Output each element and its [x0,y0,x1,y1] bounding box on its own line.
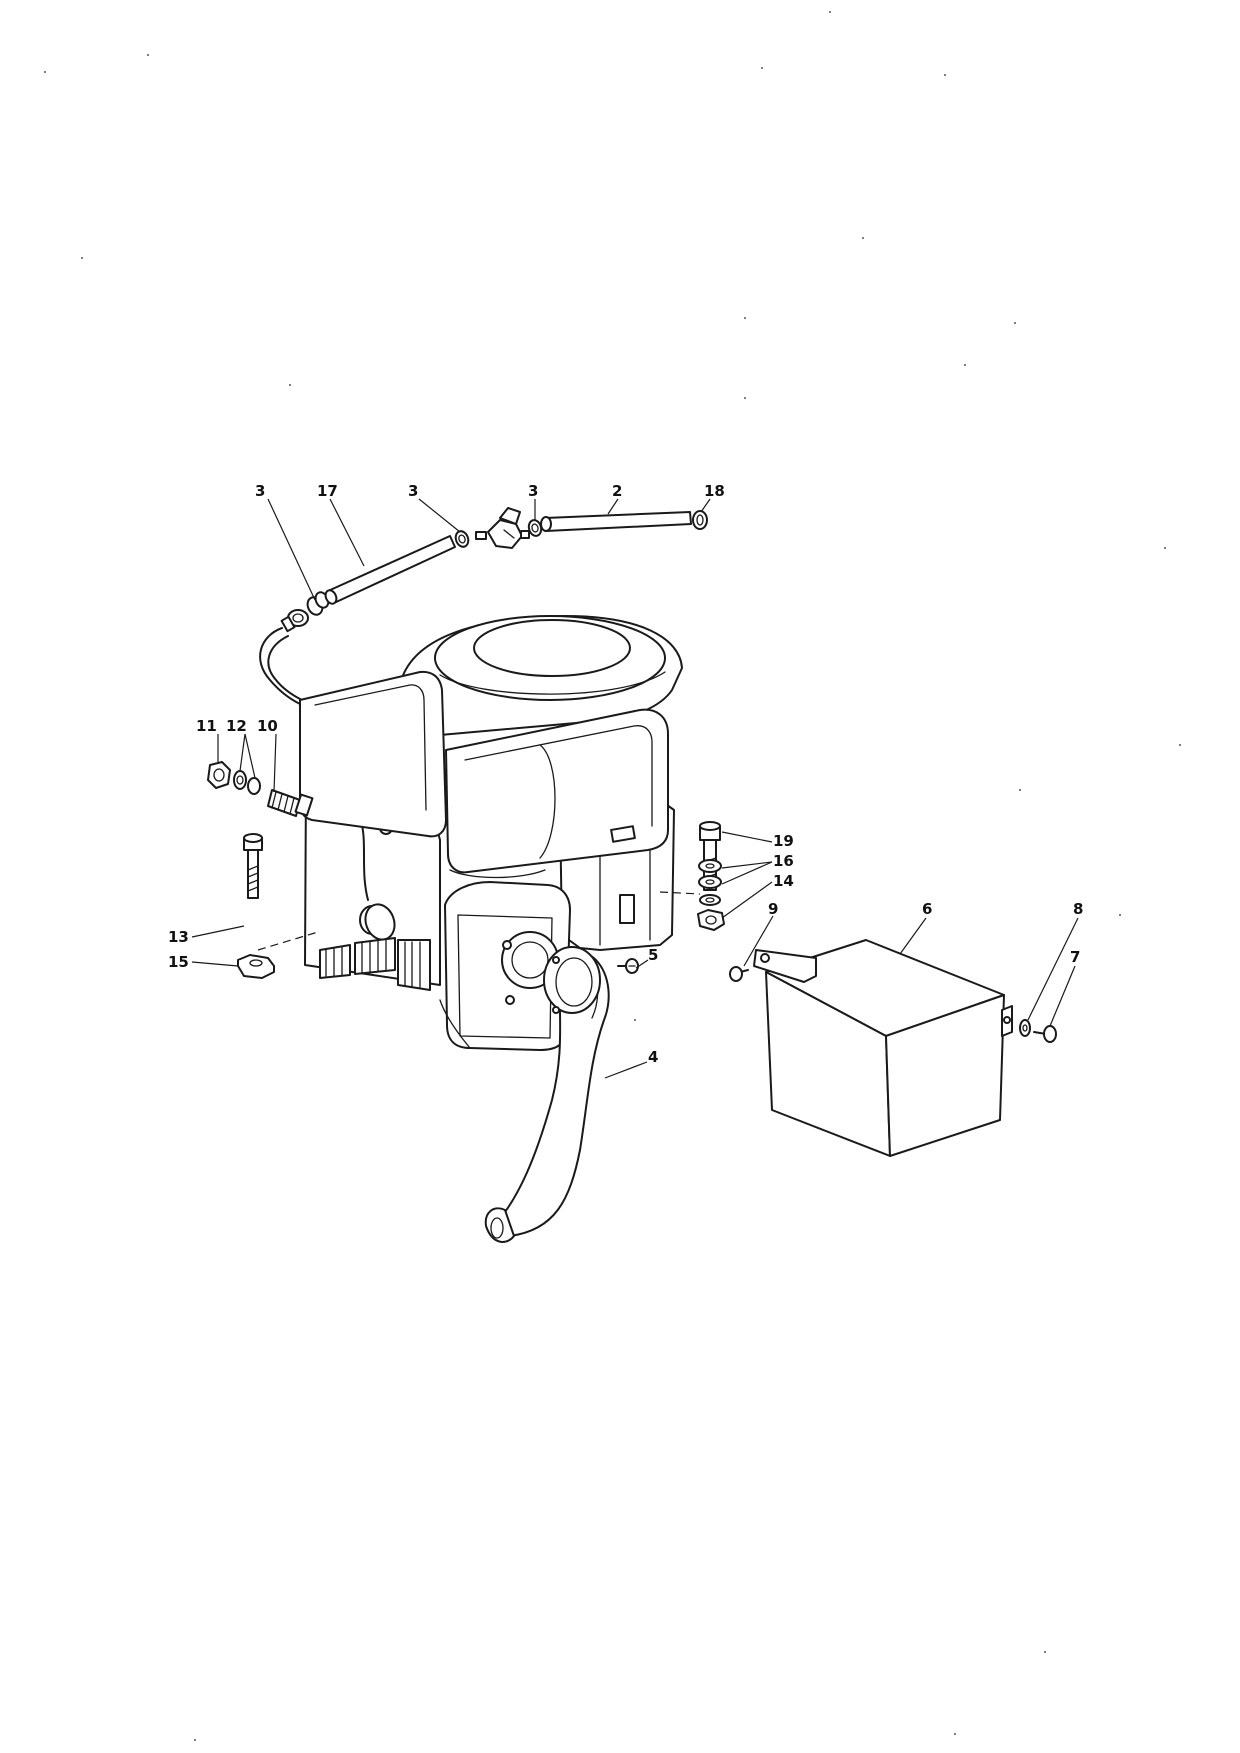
scan-specks [44,11,1181,1741]
washer-12a [233,770,247,790]
callout-14: 14 [773,872,794,890]
screw-5 [617,958,639,974]
callout-16: 16 [773,852,794,870]
callout-7: 7 [1070,948,1080,966]
callout-3-right: 3 [528,482,538,500]
cylinder-cover-right [445,708,669,874]
heat-shield-6 [753,939,1013,1157]
fuel-filter [487,507,530,549]
nut-11 [207,761,231,789]
fuel-connector [280,609,309,633]
callout-15: 15 [168,953,189,971]
carb-fitting [610,825,636,843]
screw-9 [729,966,749,982]
exhaust-tip [484,1207,515,1243]
callout-17: 17 [317,482,338,500]
fitting-nipple [475,531,487,540]
callout-9: 9 [768,900,778,918]
recoil-cover-inner [473,619,631,677]
hose-clamp-18 [692,510,708,530]
callout-3-left: 3 [255,482,265,500]
engine-body [299,614,683,1051]
screw-7 [1033,1025,1057,1043]
hose-clamp-middle [454,530,470,548]
callout-6: 6 [922,900,932,918]
callout-13: 13 [168,928,189,946]
callout-18: 18 [704,482,725,500]
cooling-fins [319,937,431,991]
callout-10: 10 [257,717,278,735]
fuel-hose-17 [327,535,456,604]
washer-16b [698,875,722,889]
callout-19: 19 [773,832,794,850]
nut-14 [697,909,725,931]
washer-8 [1019,1019,1031,1037]
leader-lines [191,498,1079,1079]
exhaust-pipe-4 [484,946,610,1243]
align-line-left [257,931,319,951]
nut-15 [237,954,275,979]
callout-2: 2 [612,482,622,500]
callout-5: 5 [648,946,658,964]
washer-16a [698,859,722,873]
washer-14 [699,894,721,906]
callout-8: 8 [1073,900,1083,918]
callout-4: 4 [648,1048,658,1066]
callout-labels: 3 17 3 3 2 18 11 12 10 19 16 14 9 6 8 7 … [168,482,1083,1066]
callout-3-middle: 3 [408,482,418,500]
fuel-hose-2 [544,511,692,532]
align-line-right [659,891,701,895]
stud-assembly-left [207,761,314,817]
bolt-13 [243,833,263,899]
callout-11: 11 [196,717,217,735]
fuel-line-assembly [259,507,708,705]
callout-12: 12 [226,717,247,735]
washer-12b [247,777,261,795]
fuel-line-to-engine [259,627,301,705]
stud-10 [267,789,314,817]
